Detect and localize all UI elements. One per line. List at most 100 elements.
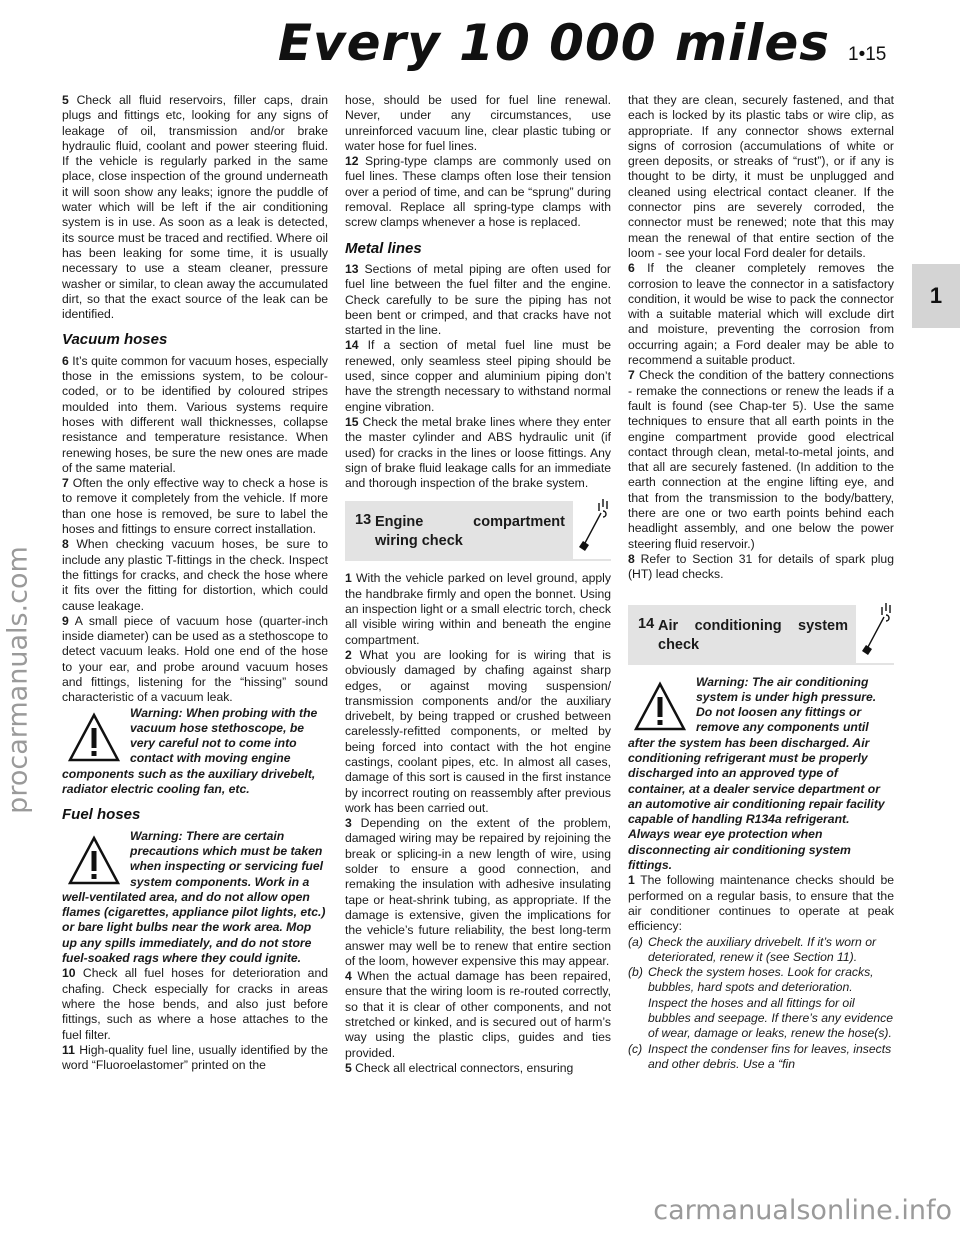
step-number: 4 <box>345 969 352 984</box>
step-text: If a section of metal fuel line must be … <box>345 338 611 414</box>
step-number: 13 <box>345 261 359 276</box>
paragraph: 5 Check all electrical connectors, ensur… <box>345 1061 611 1076</box>
section-heading-14: 14 Air conditioning system check <box>628 596 894 665</box>
step-number: 1 <box>345 571 352 586</box>
paragraph: hose, should be used for fuel line renew… <box>345 93 611 153</box>
warning-triangle-icon <box>68 711 120 761</box>
warning-triangle-icon <box>68 835 120 884</box>
paragraph: 7 Often the only effective way to check … <box>62 476 328 537</box>
paragraph: 4 When the actual damage has been repair… <box>345 969 611 1061</box>
paragraph: 8 Refer to Section 31 for details of spa… <box>628 552 894 583</box>
section-heading-13: 13 Engine compartment wiring check <box>345 493 611 562</box>
list-item: (a) Check the auxiliary drivebelt. If it’… <box>628 935 894 966</box>
spanner-difficulty-icon <box>573 493 611 560</box>
list-item: (b) Check the system hoses. Look for crac… <box>628 965 894 1041</box>
step-text: If the cleaner completely removes the co… <box>628 261 894 368</box>
paragraph: 10 Check all fuel hoses for deterioratio… <box>62 966 328 1042</box>
chapter-tab: 1 <box>912 264 960 328</box>
paragraph: 14 If a section of metal fuel line must … <box>345 338 611 414</box>
subheading-metal-lines: Metal lines <box>345 239 422 257</box>
warning-box: Warning: There are certain precautions w… <box>62 829 328 967</box>
page-number: 1•15 <box>848 44 887 65</box>
paragraph: 8 When checking vacuum hoses, be sure to… <box>62 537 328 613</box>
section-number: 13 <box>355 512 372 529</box>
step-number: 6 <box>62 353 69 368</box>
column-1: 5 Check all fluid reservoirs, filler cap… <box>62 93 328 1153</box>
paragraph: 13 Sections of metal piping are often us… <box>345 262 611 338</box>
list-text: Check the auxiliary drivebelt. If it’s w… <box>648 934 877 964</box>
step-text: The following maintenance checks should … <box>628 873 894 934</box>
paragraph: 15 Check the metal brake lines where the… <box>345 415 611 491</box>
step-number: 15 <box>345 414 359 429</box>
section-title: Engine compartment wiring check <box>375 514 565 550</box>
column-3: that they are clean, securely fastened, … <box>628 93 894 1153</box>
paragraph: 9 A small piece of vacuum hose (quarter-… <box>62 614 328 706</box>
step-text: It’s quite common for vacuum hoses, espe… <box>62 353 328 475</box>
paragraph: 3 Depending on the extent of the problem… <box>345 816 611 969</box>
paragraph: 1 The following maintenance checks shoul… <box>628 873 894 934</box>
section-number: 14 <box>638 615 655 632</box>
paragraph: 12 Spring-type clamps are commonly used … <box>345 154 611 230</box>
step-text: Check all fuel hoses for deterioration a… <box>62 966 328 1042</box>
step-number: 8 <box>628 551 635 566</box>
step-number: 9 <box>62 613 69 628</box>
paragraph: 6 It’s quite common for vacuum hoses, es… <box>62 354 328 476</box>
step-number: 14 <box>345 338 359 353</box>
warning-text: Warning: When probing with the vacuum ho… <box>62 705 318 797</box>
step-number: 10 <box>62 966 76 981</box>
step-number: 5 <box>345 1060 352 1075</box>
warning-triangle-icon <box>634 680 686 730</box>
warning-text: Warning: The air conditioning system is … <box>628 674 885 873</box>
step-text: When checking vacuum hoses, be sure to i… <box>62 537 328 613</box>
paragraph: 2 What you are looking for is wiring tha… <box>345 648 611 816</box>
list-label: (b) <box>628 965 643 980</box>
step-number: 2 <box>345 647 352 662</box>
page-header-title: Every 10 000 miles <box>277 14 830 72</box>
step-number: 3 <box>345 816 352 831</box>
step-text: Check all electrical connectors, ensurin… <box>355 1060 574 1075</box>
step-text: Sections of metal piping are often used … <box>345 261 611 338</box>
paragraph: 6 If the cleaner completely removes the … <box>628 261 894 368</box>
paragraph: 1 With the vehicle parked on level groun… <box>345 571 611 647</box>
paragraph: 7 Check the condition of the battery con… <box>628 368 894 552</box>
checklist: (a) Check the auxiliary drivebelt. If it’… <box>628 935 894 1073</box>
step-number: 7 <box>62 476 69 491</box>
paragraph: that they are clean, securely fastened, … <box>628 93 894 260</box>
warning-text: Warning: There are certain precautions w… <box>62 828 326 966</box>
list-label: (c) <box>628 1041 643 1056</box>
side-watermark: procarmanuals.com <box>0 510 36 850</box>
step-number: 7 <box>628 368 635 383</box>
list-item: (c) Inspect the condenser fins for leaves… <box>628 1042 894 1073</box>
step-text: Refer to Section 31 for details of spark… <box>628 551 894 582</box>
list-text: Inspect the condenser fins for leaves, i… <box>648 1041 892 1071</box>
step-text: Check the condition of the battery conne… <box>628 368 894 551</box>
step-text: Spring-type clamps are commonly used on … <box>345 154 611 230</box>
subheading-fuel-hoses: Fuel hoses <box>62 806 141 824</box>
step-text: Check the metal brake lines where they e… <box>345 414 611 491</box>
step-number: 1 <box>628 873 635 888</box>
paragraph: 5 Check all fluid reservoirs, filler cap… <box>62 93 328 322</box>
step-number: 5 <box>62 93 69 107</box>
spanner-difficulty-icon <box>856 596 894 663</box>
step-text: Check all fluid reservoirs, filler caps,… <box>62 93 328 322</box>
side-watermark-text: procarmanuals.com <box>2 546 34 814</box>
step-text: High-quality fuel line, usually identifi… <box>62 1042 328 1073</box>
step-text: What you are looking for is wiring that … <box>345 647 611 815</box>
step-number: 6 <box>628 261 635 276</box>
step-text: Often the only effective way to check a … <box>62 476 328 537</box>
step-text: With the vehicle parked on level ground,… <box>345 571 611 647</box>
list-label: (a) <box>628 934 643 949</box>
list-text: Check the system hoses. Look for cracks,… <box>648 965 894 1041</box>
warning-box: Warning: The air conditioning system is … <box>628 675 894 874</box>
column-2: hose, should be used for fuel line renew… <box>345 93 611 1153</box>
step-text: When the actual damage has been repaired… <box>345 969 611 1060</box>
section-title: Air conditioning system check <box>658 617 848 653</box>
warning-box: Warning: When probing with the vacuum ho… <box>62 706 328 798</box>
step-number: 11 <box>62 1042 75 1057</box>
step-number: 8 <box>62 537 69 552</box>
bottom-watermark: carmanualsonline.info <box>653 1195 952 1226</box>
step-number: 12 <box>345 154 359 169</box>
step-text: Depending on the extent of the problem, … <box>345 816 611 968</box>
step-text: A small piece of vacuum hose (quarter-in… <box>62 613 328 705</box>
paragraph: 11 High-quality fuel line, usually ident… <box>62 1043 328 1074</box>
